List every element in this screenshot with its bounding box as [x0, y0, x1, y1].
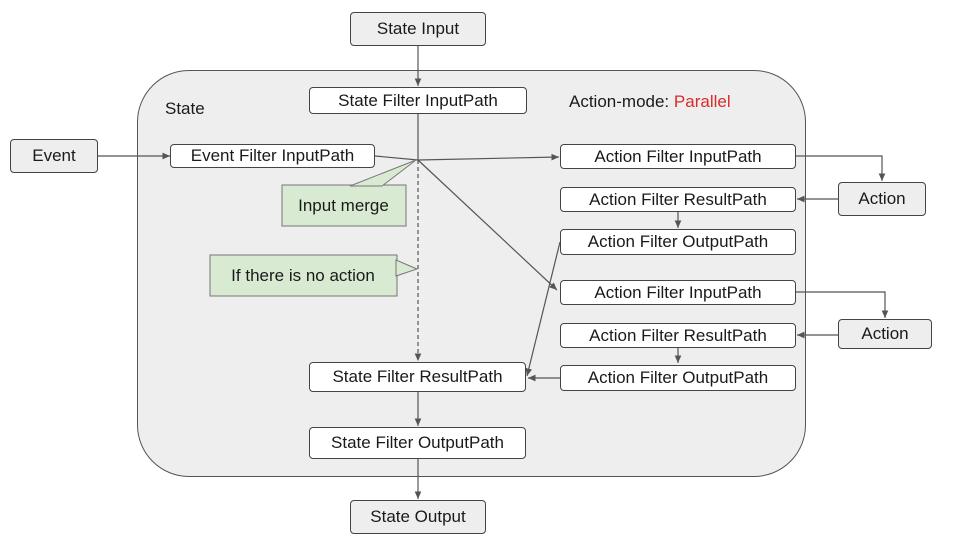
action-filter-outputpath-node-1: Action Filter OutputPath	[560, 229, 796, 255]
action-filter-resultpath-node-1: Action Filter ResultPath	[560, 187, 796, 212]
input-merge-pointer	[349, 159, 417, 187]
action-node-1: Action	[838, 182, 926, 216]
action-node-2: Action	[838, 319, 932, 349]
event-filter-inputpath-node: Event Filter InputPath	[170, 144, 375, 168]
action-mode-value: Parallel	[673, 92, 731, 111]
action-filter-inputpath-node-1: Action Filter InputPath	[560, 144, 796, 169]
event-node: Event	[10, 139, 98, 173]
no-action-note: If there is no action	[231, 266, 375, 285]
no-action-pointer	[395, 259, 419, 277]
state-label: State	[165, 99, 205, 118]
action-mode-label: Action-mode: Parallel	[569, 92, 731, 112]
line-eventfilter-to-merge	[374, 155, 419, 161]
action-mode-key: Action-mode:	[569, 92, 670, 111]
action-filter-resultpath-node-2: Action Filter ResultPath	[560, 323, 796, 348]
arrow-merge-to-action1	[417, 153, 560, 161]
arrow-afo1-to-sfr	[525, 241, 561, 377]
no-action-callout	[209, 254, 398, 297]
state-filter-outputpath-node: State Filter OutputPath	[309, 427, 526, 459]
action-filter-outputpath-node-2: Action Filter OutputPath	[560, 365, 796, 391]
state-output-node: State Output	[350, 500, 486, 534]
arrow-afi2-to-action	[796, 291, 889, 318]
input-merge-note: Input merge	[298, 196, 389, 215]
arrow-afi1-to-action	[796, 155, 886, 181]
state-filter-inputpath-node: State Filter InputPath	[309, 87, 527, 114]
arrow-merge-to-action2	[417, 159, 558, 291]
action-filter-inputpath-node-2: Action Filter InputPath	[560, 280, 796, 305]
state-input-node: State Input	[350, 12, 486, 46]
state-filter-resultpath-node: State Filter ResultPath	[309, 362, 526, 392]
